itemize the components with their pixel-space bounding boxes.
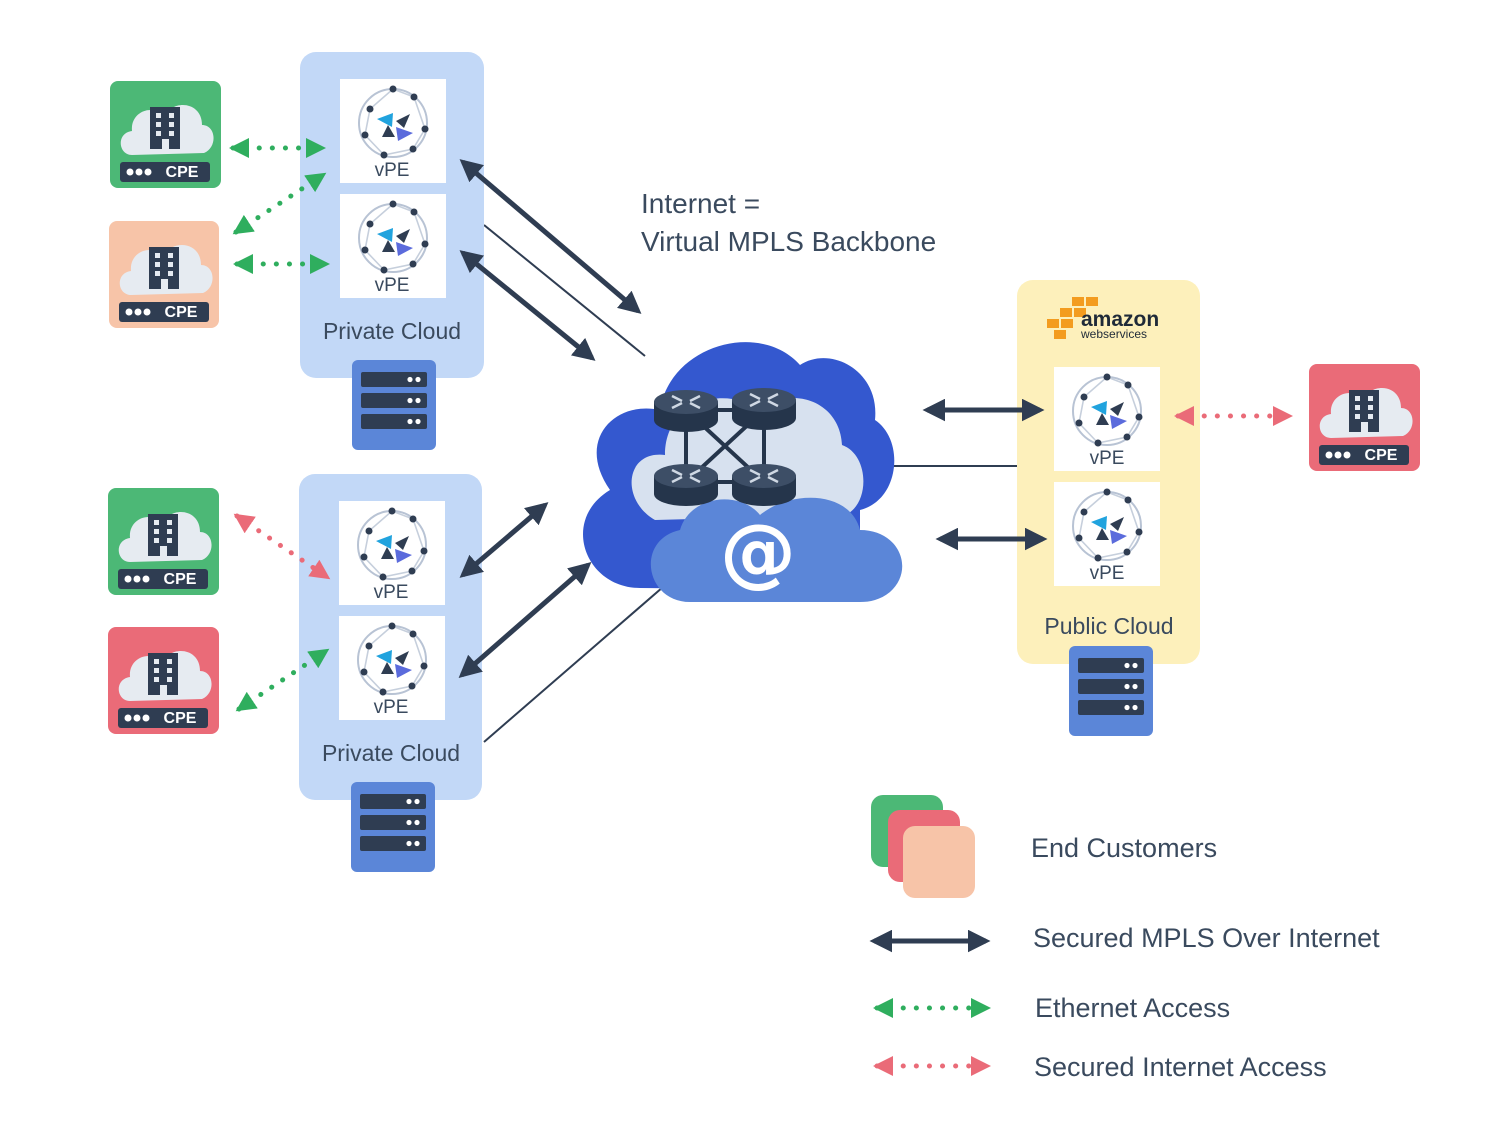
server-icon <box>1069 646 1153 736</box>
cpe-site-red-right[interactable]: CPE <box>1309 364 1420 471</box>
headline-line1: Internet = <box>641 188 760 219</box>
legend-end-customers: End Customers <box>1031 833 1217 863</box>
internet-cloud: @ <box>583 342 903 602</box>
cpe-site-salmon[interactable]: CPE <box>109 221 219 328</box>
cpe-site-red-left[interactable]: CPE <box>108 627 219 734</box>
private-cloud-label: Private Cloud <box>323 318 461 344</box>
private-cloud-bottom[interactable]: vPE vPE Private Cloud <box>299 474 482 800</box>
vpe-label: vPE <box>1090 563 1125 584</box>
aws-logo-icon: amazon webservices <box>1047 297 1159 341</box>
server-icon <box>352 360 436 450</box>
end-customers-swatch-icon <box>871 795 975 898</box>
vpe-label: vPE <box>375 160 410 181</box>
headline-line2: Virtual MPLS Backbone <box>641 226 936 257</box>
ethernet-links <box>229 138 330 712</box>
aws-logo-subtext: webservices <box>1080 327 1147 341</box>
aws-logo-text: amazon <box>1081 308 1159 331</box>
vpe-label: vPE <box>375 275 410 296</box>
legend-mpls: Secured MPLS Over Internet <box>1033 923 1380 953</box>
legend: End Customers Secured MPLS Over Internet… <box>869 795 1380 1082</box>
public-cloud-label: Public Cloud <box>1044 613 1173 639</box>
at-symbol-icon: @ <box>720 507 796 596</box>
vpe-label: vPE <box>374 697 409 718</box>
router-icon <box>652 462 720 508</box>
router-icon <box>730 386 798 432</box>
public-cloud[interactable]: amazon webservices vPE vPE Public Cloud <box>1017 280 1200 664</box>
private-cloud-top[interactable]: vPE vPE Private Cloud <box>300 52 484 378</box>
cpe-label: CPE <box>164 710 197 727</box>
cpe-label: CPE <box>165 304 198 321</box>
legend-internet-access: Secured Internet Access <box>1034 1052 1327 1082</box>
legend-ethernet: Ethernet Access <box>1035 993 1230 1023</box>
mpls-links <box>458 159 1048 678</box>
vpe-label: vPE <box>1090 448 1125 469</box>
router-icon <box>730 462 798 508</box>
cpe-site-green-bottom[interactable]: CPE <box>108 488 219 595</box>
cpe-label: CPE <box>1365 447 1398 464</box>
vpe-label: vPE <box>374 582 409 603</box>
server-icon <box>351 782 435 872</box>
router-icon <box>652 388 720 434</box>
private-cloud-label: Private Cloud <box>322 740 460 766</box>
cpe-label: CPE <box>164 571 197 588</box>
cpe-label: CPE <box>166 164 199 181</box>
internet-access-links <box>233 406 1293 580</box>
cpe-site-green-top[interactable]: CPE <box>110 81 221 188</box>
